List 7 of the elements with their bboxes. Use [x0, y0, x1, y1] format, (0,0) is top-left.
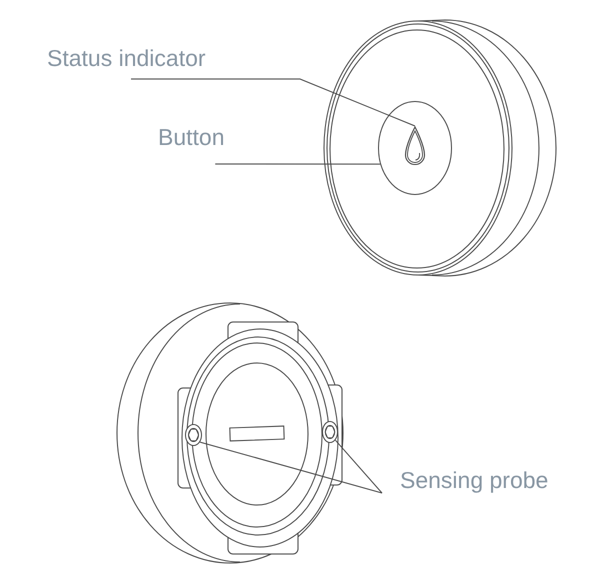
part-label: Sensing probe: [400, 467, 548, 493]
leader-line: [334, 440, 382, 494]
part-label: Status indicator: [47, 45, 206, 71]
leader-line: [200, 442, 382, 494]
leader-line: [214, 164, 381, 165]
leader-line: [130, 78, 416, 126]
part-label: Button: [158, 124, 224, 150]
